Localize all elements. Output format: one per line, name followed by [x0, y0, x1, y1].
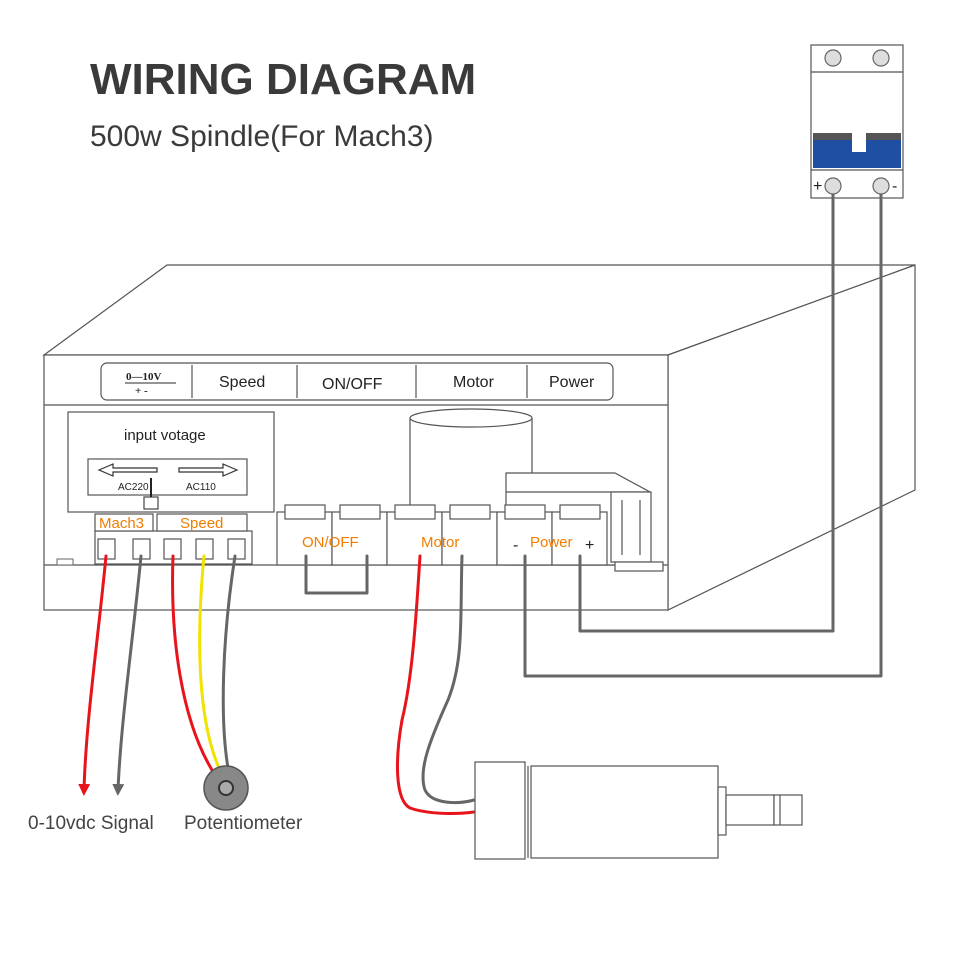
terminal-motor-label: Motor	[421, 534, 459, 551]
panel-signal-polarity: + -	[135, 385, 148, 397]
pot-gray-wire	[221, 554, 237, 770]
voltage-switch-toggle	[143, 496, 159, 510]
breaker-screw-minus	[872, 177, 890, 195]
potentiometer-icon	[203, 765, 249, 811]
page-title: WIRING DIAGRAM	[90, 55, 476, 104]
voltage-left-option: AC220	[118, 482, 149, 493]
potentiometer-label: Potentiometer	[184, 813, 303, 834]
motor-red-wire	[395, 554, 476, 815]
panel-signal-range: 0—10V	[126, 371, 162, 383]
terminal-speed-label: Speed	[180, 515, 223, 532]
arrow-right-icon	[178, 463, 239, 477]
circuit-breaker: + -	[810, 44, 904, 199]
breaker-plus-label: +	[813, 178, 822, 195]
page-subtitle: 500w Spindle(For Mach3)	[90, 120, 434, 153]
panel-motor-label: Motor	[453, 374, 495, 391]
terminal-labels: Mach3 Speed ON/OFF Motor - Power +	[94, 513, 594, 554]
power-plus-wire	[578, 193, 835, 633]
signal-red-wire	[78, 554, 108, 796]
voltage-selector: input votage AC220 AC110	[67, 411, 275, 513]
breaker-screw-plus	[824, 177, 842, 195]
screw-terminal-block-right	[276, 504, 608, 566]
arrow-left-icon	[97, 463, 158, 477]
signal-gray-wire	[112, 554, 143, 796]
breaker-switch	[813, 140, 901, 168]
voltage-title: input votage	[124, 427, 206, 444]
onoff-jumper-wire	[304, 554, 369, 595]
breaker-screw-top-left	[824, 49, 842, 67]
terminal-power-minus: -	[513, 537, 518, 554]
panel-onoff-label: ON/OFF	[322, 376, 383, 393]
panel-speed-label: Speed	[219, 374, 265, 391]
label-panel: 0—10V + - Speed ON/OFF Motor Power	[100, 362, 614, 401]
spindle-motor	[474, 761, 803, 860]
pot-yellow-wire	[198, 554, 221, 770]
pot-red-wire	[171, 554, 214, 772]
motor-gray-wire	[421, 554, 476, 805]
motor-capacitor	[409, 408, 533, 516]
terminal-onoff-label: ON/OFF	[302, 534, 359, 551]
power-minus-wire	[523, 193, 883, 678]
terminal-power-plus: +	[585, 537, 594, 554]
terminal-power-label: Power	[530, 534, 573, 551]
breaker-screw-top-right	[872, 49, 890, 67]
terminal-mach3-label: Mach3	[99, 515, 144, 532]
signal-device-label: 0-10vdc Signal	[28, 813, 154, 834]
panel-power-label: Power	[549, 374, 595, 391]
breaker-minus-label: -	[892, 178, 897, 195]
voltage-right-option: AC110	[186, 482, 216, 493]
